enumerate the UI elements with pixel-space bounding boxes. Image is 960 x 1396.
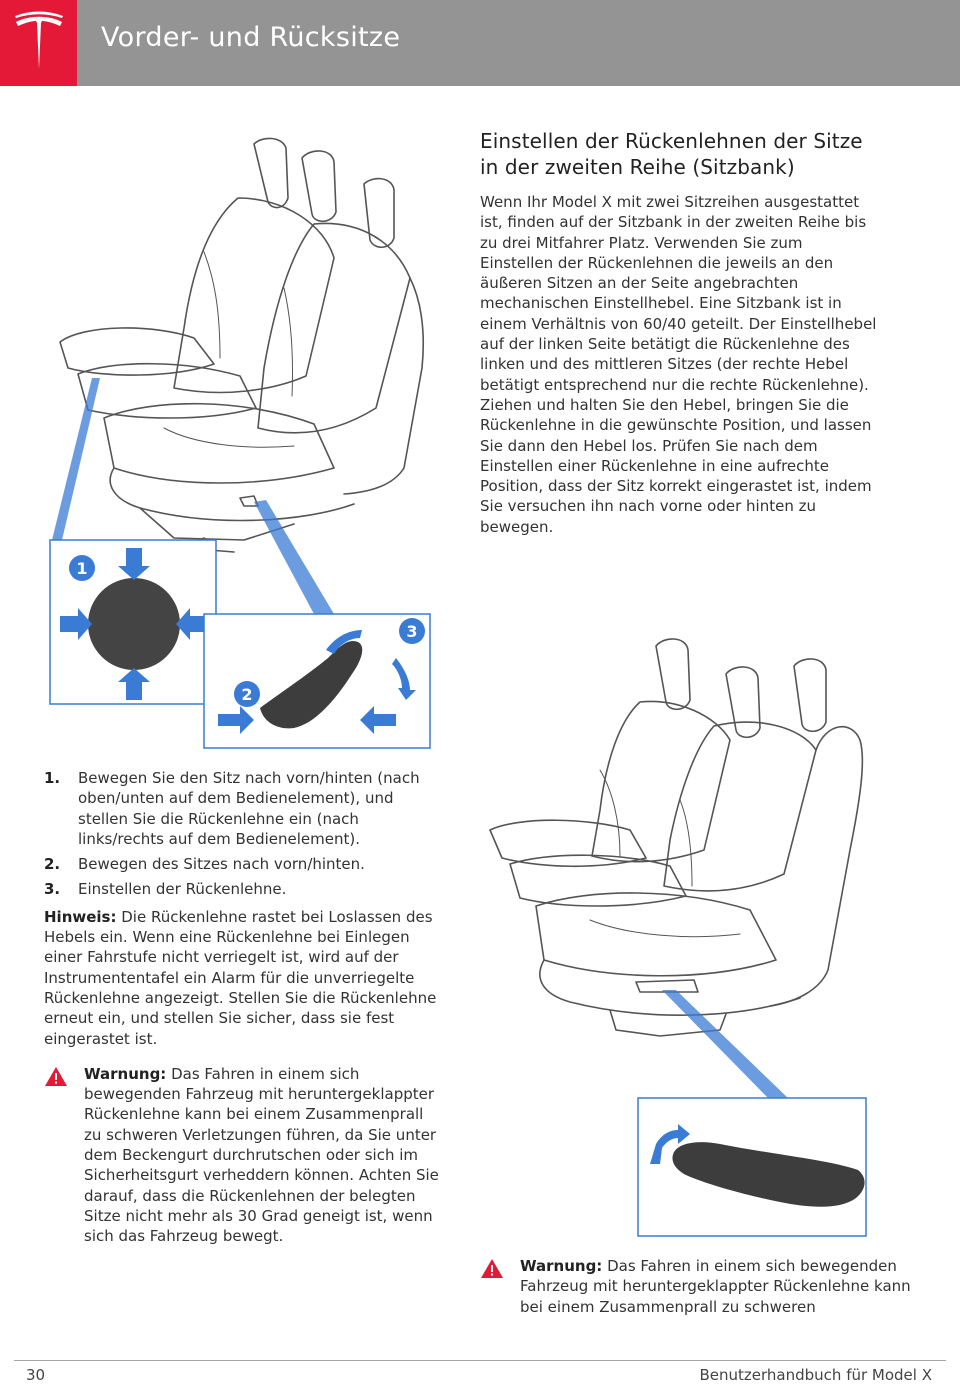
- footer-title: Benutzerhandbuch für Model X: [699, 1366, 933, 1384]
- list-item: 1.Bewegen Sie den Sitz nach vorn/hinten …: [44, 769, 420, 848]
- page-header: Vorder- und Rücksitze: [0, 0, 960, 86]
- warning-block-second-row: Warnung: Das Fahren in einem sich bewege…: [480, 1256, 920, 1317]
- page-title: Vorder- und Rücksitze: [101, 22, 401, 53]
- brand-logo: [0, 0, 77, 86]
- warning-triangle-icon: [481, 1259, 503, 1278]
- right-column: Einstellen der Rückenlehnen der Sitze in…: [480, 128, 880, 537]
- page-number: 30: [26, 1366, 46, 1384]
- adjustment-steps-list: 1.Bewegen Sie den Sitz nach vorn/hinten …: [44, 768, 444, 900]
- callout-1: 1: [76, 559, 87, 578]
- footer-divider: [14, 1360, 946, 1361]
- front-seat-adjust-illustration: 1 2 3: [49, 137, 431, 749]
- warning-triangle-icon: [45, 1066, 67, 1086]
- left-column: 1.Bewegen Sie den Sitz nach vorn/hinten …: [44, 768, 444, 1247]
- second-row-bench-lever-illustration: [489, 638, 867, 1237]
- section-heading: Einstellen der Rückenlehnen der Sitze in…: [480, 129, 863, 179]
- list-item: 3.Einstellen der Rückenlehne.: [44, 880, 287, 899]
- list-item: 2.Bewegen des Sitzes nach vorn/hinten.: [44, 855, 365, 874]
- note-paragraph: Hinweis: Die Rückenlehne rastet bei Losl…: [44, 907, 437, 1048]
- tesla-logo-icon: [15, 11, 63, 69]
- callout-2: 2: [241, 685, 252, 704]
- section-paragraph: Wenn Ihr Model X mit zwei Sitzreihen aus…: [480, 193, 877, 536]
- warning-block: Warnung: Das Fahren in einem sich bewege…: [44, 1064, 444, 1247]
- callout-3: 3: [406, 622, 417, 641]
